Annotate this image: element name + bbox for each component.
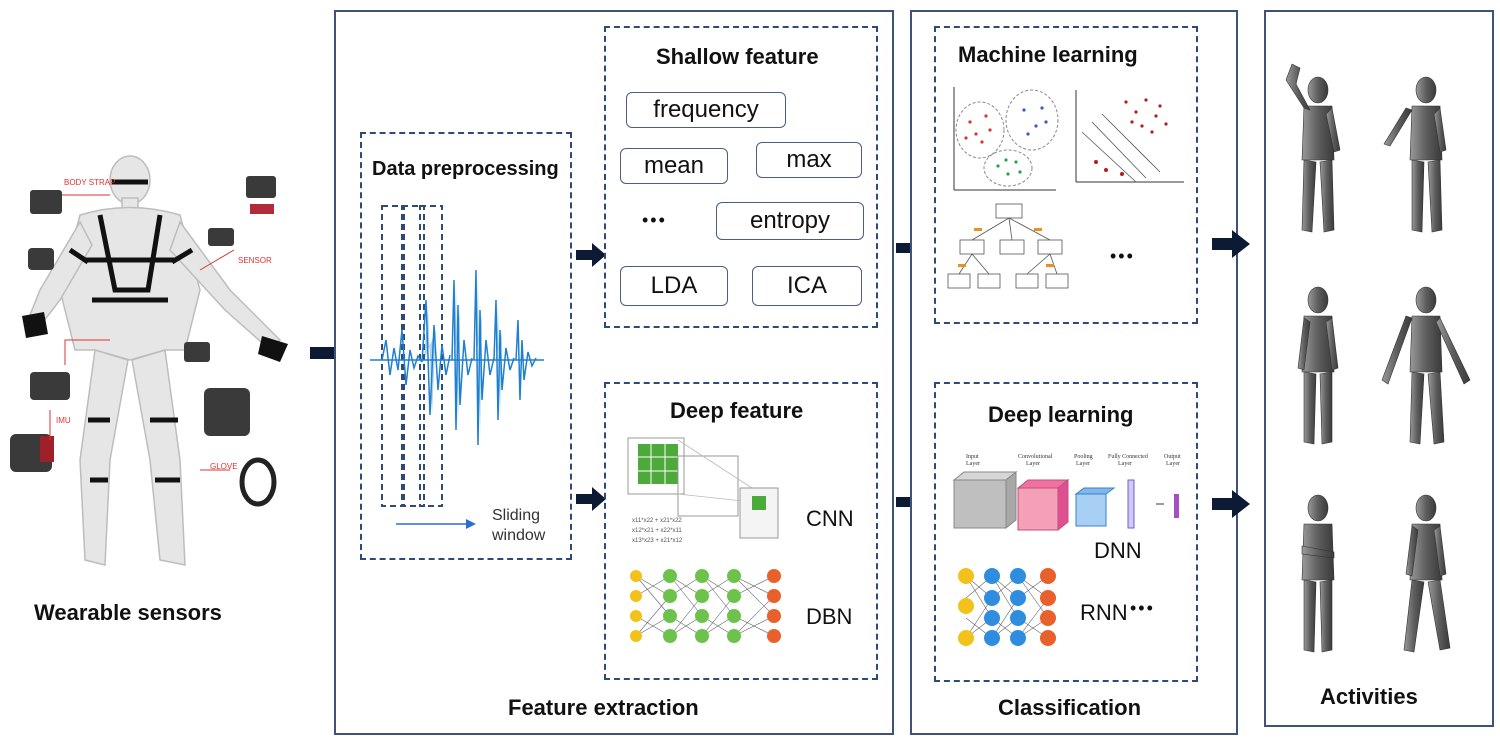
ml-clustering-illustration — [947, 87, 1184, 289]
svg-text:Layer: Layer — [1076, 461, 1090, 467]
svg-text:Input: Input — [966, 454, 979, 460]
data-preprocessing-title: Data preprocessing — [372, 158, 559, 180]
dbn-illustration — [630, 569, 781, 643]
arrow-to-shallow-feature — [576, 243, 606, 267]
cnn-label: CNN — [806, 506, 854, 531]
dnn-label: DNN — [1094, 538, 1142, 563]
machine-learning-title: Machine learning — [958, 42, 1138, 67]
cnn-illustration: x11*x22 + x21*x22 x12*x21 + x22*x11 x13*… — [627, 437, 779, 544]
feature-mean: mean — [620, 148, 728, 184]
classification-caption: Classification — [998, 695, 1142, 720]
deep-feature-box — [604, 382, 878, 680]
dl-more-ellipsis: ••• — [1130, 598, 1155, 618]
deep-feature-title: Deep feature — [670, 398, 804, 423]
arrow-to-deep-feature — [576, 487, 606, 511]
svg-text:Pooling: Pooling — [1074, 454, 1093, 460]
svg-text:x11*x22 + x21*x22: x11*x22 + x21*x22 — [632, 518, 682, 524]
feature-ica: ICA — [752, 266, 862, 306]
arrow-dl-to-activities — [1212, 490, 1250, 518]
ml-more-ellipsis: ••• — [1110, 246, 1135, 266]
body-figure-illustration — [10, 155, 288, 566]
svg-text:Fully Connected: Fully Connected — [1108, 454, 1148, 460]
rnn-illustration — [958, 568, 1056, 646]
machine-learning-box — [934, 26, 1198, 324]
svg-text:Layer: Layer — [1166, 461, 1180, 467]
svg-text:Output: Output — [1164, 454, 1181, 460]
feature-lda: LDA — [620, 266, 728, 306]
svg-text:Layer: Layer — [966, 461, 980, 467]
sliding-window-label: Sliding window — [492, 507, 546, 544]
feature-frequency: frequency — [626, 92, 786, 128]
rnn-label: RNN — [1080, 600, 1128, 625]
dbn-label: DBN — [806, 604, 853, 629]
activity-figures — [1285, 63, 1471, 653]
feature-ellipsis: ••• — [642, 210, 667, 230]
svg-text:Convolutional: Convolutional — [1018, 454, 1053, 460]
sensor-tag-body-strap: BODY STRAP — [64, 178, 116, 187]
wearable-sensors-section: BODY STRAP SENSOR IMU GLOVE Wearable sen… — [0, 0, 310, 745]
activities-caption: Activities — [1320, 684, 1418, 709]
sensor-tag-imu: IMU — [56, 416, 71, 425]
feature-entropy: entropy — [716, 202, 864, 240]
svg-text:x13*x23 + x21*x12: x13*x23 + x21*x12 — [632, 538, 683, 544]
classification-panel — [910, 10, 1238, 735]
signal-waveform — [370, 205, 544, 529]
svg-text:x12*x21 + x22*x11: x12*x21 + x22*x11 — [632, 528, 682, 534]
deep-learning-box — [934, 382, 1198, 682]
svg-text:Layer: Layer — [1118, 461, 1132, 467]
feature-max: max — [756, 142, 862, 178]
sensor-tag-sensor: SENSOR — [238, 256, 272, 265]
shallow-feature-title: Shallow feature — [656, 44, 819, 69]
deep-learning-title: Deep learning — [988, 402, 1134, 427]
wearable-sensors-caption: Wearable sensors — [34, 600, 222, 625]
feature-extraction-panel — [334, 10, 894, 735]
data-preprocessing-box — [360, 132, 572, 560]
svg-text:Layer: Layer — [1026, 461, 1040, 467]
shallow-feature-box — [604, 26, 878, 328]
sensor-tag-glove: GLOVE — [210, 462, 238, 471]
arrow-ml-to-activities — [1212, 230, 1250, 258]
feature-extraction-caption: Feature extraction — [508, 695, 699, 720]
